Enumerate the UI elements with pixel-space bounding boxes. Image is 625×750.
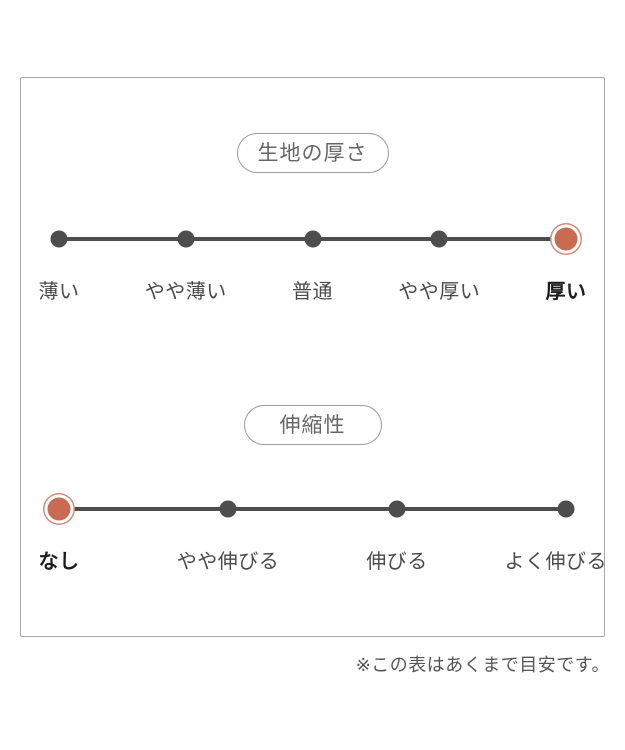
scale-dot	[304, 230, 321, 248]
stretch-scale-title: 伸縮性	[243, 405, 382, 445]
scale-dot-selected	[554, 227, 578, 251]
scale-option-label: やや厚い	[398, 279, 481, 303]
scale-option-label: やや伸びる	[176, 549, 280, 573]
scale-dot	[219, 500, 237, 518]
scale-option-label: 伸びる	[366, 549, 428, 573]
scale-option-label: 厚い	[545, 279, 587, 303]
scale-option-label: なし	[38, 549, 80, 573]
scale-dot	[177, 230, 195, 248]
thickness-scale-track	[50, 227, 578, 251]
spec-panel: 生地の厚さ 薄い やや薄い 普通 やや厚い 厚い 伸縮性 なし やや伸びる 伸び	[20, 77, 607, 637]
scale-dot-selected	[47, 497, 71, 521]
stretch-scale-track	[47, 497, 575, 521]
scale-option-label: 普通	[292, 279, 333, 303]
thickness-scale-labels: 薄い やや薄い 普通 やや厚い 厚い	[39, 278, 587, 304]
scale-dot	[50, 230, 68, 248]
scale-option-label: よく伸びる	[504, 549, 607, 573]
scale-option-label: 薄い	[38, 279, 80, 303]
scale-dot	[430, 230, 448, 248]
thickness-scale-title: 生地の厚さ	[236, 133, 389, 173]
stretch-scale-labels: なし やや伸びる 伸びる よく伸びる	[39, 548, 607, 574]
disclaimer-note: ※この表はあくまで目安です。	[355, 655, 610, 676]
scale-option-label: やや薄い	[144, 279, 227, 303]
scale-dot	[557, 500, 575, 518]
scale-dot	[388, 500, 406, 518]
